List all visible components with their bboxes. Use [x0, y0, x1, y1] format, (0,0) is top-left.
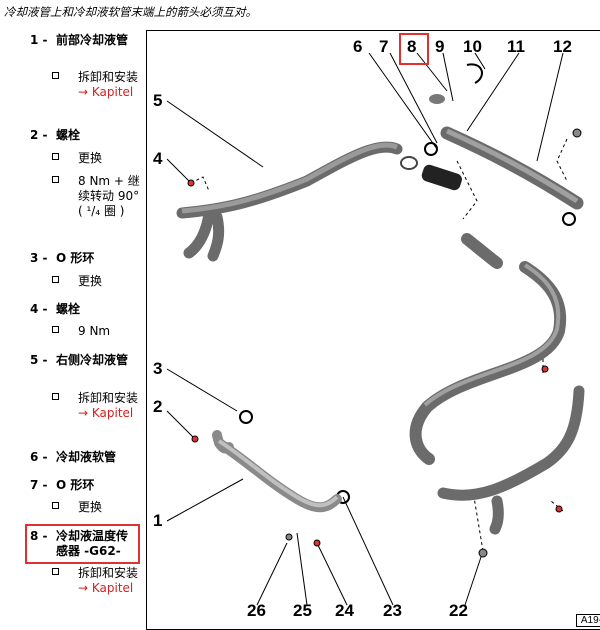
list-item: 7 - O 形环 [30, 478, 95, 492]
sub-item: 更换 [52, 151, 144, 166]
kapitel-link[interactable]: → Kapitel [78, 406, 134, 420]
sub-item: 9 Nm [52, 324, 144, 339]
bullet-icon [52, 502, 59, 509]
bullet-icon [52, 276, 59, 283]
callout-7: 7 [379, 37, 389, 56]
kapitel-link[interactable]: → Kapitel [78, 85, 134, 99]
callout-1: 1 [153, 511, 163, 530]
callout-10: 10 [463, 37, 482, 56]
kapitel-link[interactable]: → Kapitel [78, 581, 134, 595]
callout-6: 6 [353, 37, 363, 56]
instruction-note: 冷却液管上和冷却液软管末端上的箭头必须互对。 [4, 5, 257, 19]
sub-item: 拆卸和安装 → Kapitel [52, 391, 144, 421]
highlight-box [399, 33, 429, 65]
list-item: 2 - 螺栓 [30, 128, 81, 142]
list-item: 8 - 冷却液温度传感器 -G62- [30, 529, 129, 558]
bullet-icon [52, 568, 59, 575]
diagram-drawing [166, 52, 585, 606]
highlight-box [25, 524, 140, 564]
callout-25: 25 [293, 601, 312, 620]
callout-8: 8 [407, 37, 417, 56]
sub-item: 8 Nm + 继续转动 90° ( ¹/₄ 圈 ) [52, 174, 144, 219]
list-item: 1 - 前部冷却液管 [30, 33, 129, 47]
bullet-icon [52, 153, 59, 160]
list-item: 5 - 右侧冷却液管 [30, 353, 129, 367]
list-item: 6 - 冷却液软管 [30, 450, 117, 464]
callout-3: 3 [153, 359, 163, 378]
callout-23: 23 [383, 601, 402, 620]
callout-2: 2 [153, 397, 163, 416]
bullet-icon [52, 326, 59, 333]
exploded-diagram: 6 7 8 9 10 11 12 5 4 3 2 1 26 25 24 23 2… [146, 30, 600, 630]
sub-item: 拆卸和安装 → Kapitel [52, 566, 144, 596]
callout-24: 24 [335, 601, 354, 620]
callout-11: 11 [507, 37, 525, 56]
callout-5: 5 [153, 91, 163, 110]
callout-4: 4 [153, 149, 163, 168]
callout-22: 22 [449, 601, 468, 620]
list-item: 3 - O 形环 [30, 251, 95, 265]
sub-item: 拆卸和安装 → Kapitel [52, 70, 144, 100]
bullet-icon [52, 393, 59, 400]
callout-12: 12 [553, 37, 572, 56]
figure-code: A19- [575, 614, 600, 627]
bullet-icon [52, 176, 59, 183]
callout-9: 9 [435, 37, 445, 56]
list-item: 4 - 螺栓 [30, 302, 81, 316]
parts-list: 1 - 前部冷却液管 拆卸和安装 → Kapitel 2 - 螺栓 更换 8 N… [0, 0, 145, 628]
callout-26: 26 [247, 601, 266, 620]
sub-item: 更换 [52, 274, 144, 289]
bullet-icon [52, 72, 59, 79]
sub-item: 更换 [52, 500, 144, 515]
